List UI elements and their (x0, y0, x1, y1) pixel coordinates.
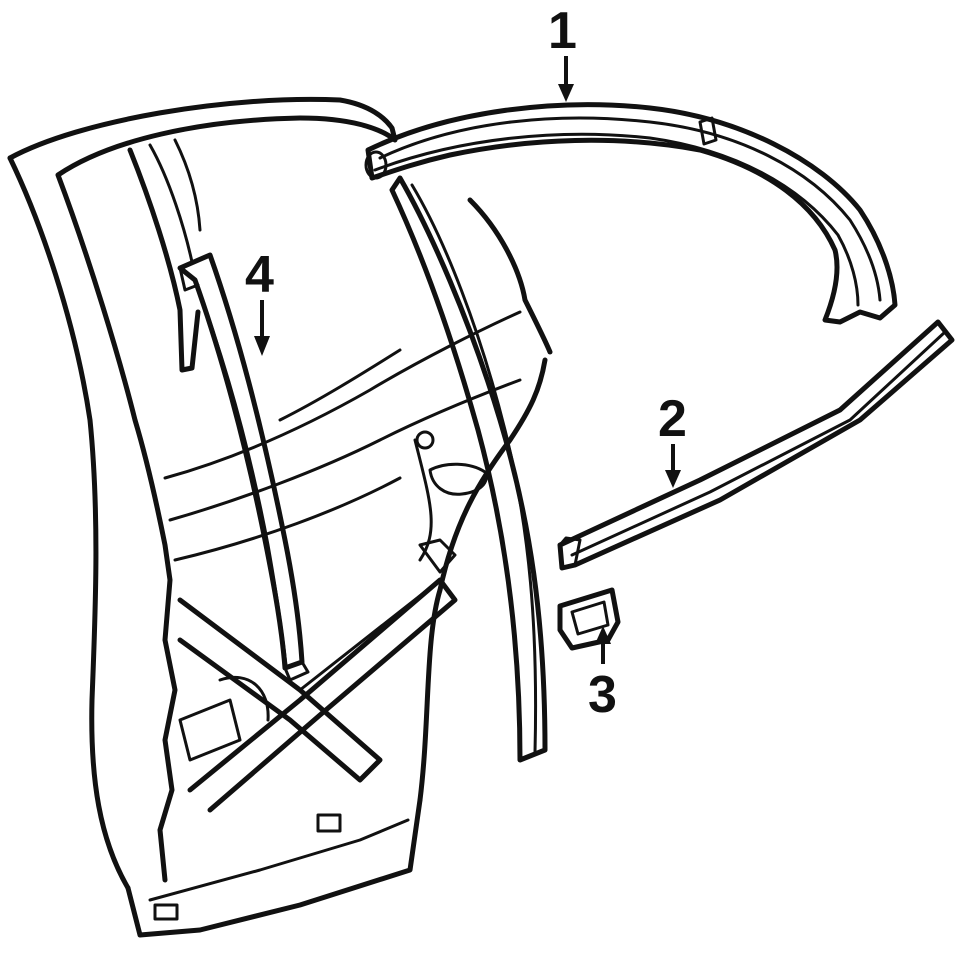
molding-1-inner-a (378, 116, 882, 302)
door-inner-upper-right (467, 197, 553, 355)
callout-3-label: 3 (588, 666, 617, 724)
regulator-bracket (418, 538, 457, 574)
glass-run-inner (410, 183, 538, 754)
callout-2-arrowhead (665, 470, 681, 488)
belt-line-4 (278, 348, 402, 422)
molding-1-end-cap (364, 150, 388, 180)
lower-panel-detail-1 (178, 698, 242, 762)
rear-door-assembly (7, 96, 553, 938)
door-frame-left-edge (7, 155, 131, 891)
belt-molding-2-outer (557, 319, 955, 571)
latch-rod (413, 438, 433, 562)
belt-line-3 (173, 476, 402, 562)
callout-3: 3 (588, 626, 617, 724)
part-1-molding (364, 102, 898, 325)
callout-2-label: 2 (658, 390, 687, 448)
door-frame-outer (7, 96, 398, 883)
part-3-end-cap (557, 587, 621, 651)
callout-4-arrowhead (254, 336, 270, 356)
belt-molding-2-inner (570, 330, 947, 557)
callout-4: 4 (245, 246, 274, 356)
molding-1-inner-b (373, 132, 860, 307)
molding-1-clip (698, 116, 718, 146)
regulator-bar-c (298, 578, 442, 692)
glass-run-outer (389, 175, 548, 763)
molding-1-outer (365, 102, 898, 325)
b-pillar-strip-c (173, 138, 202, 232)
drain-slot-2 (153, 903, 179, 921)
part-4-channel (177, 252, 310, 682)
regulator-bar-b (187, 577, 458, 813)
part-2-belt-molding (557, 319, 955, 571)
callout-2: 2 (658, 390, 687, 488)
belt-molding-2-end (558, 536, 582, 567)
regulator-bar-a (177, 597, 383, 783)
channel-4-foot (283, 660, 310, 682)
callout-3-arrowhead (595, 626, 611, 644)
latch-pivot (415, 430, 435, 450)
callout-1: 1 (548, 2, 577, 102)
channel-4-inner (193, 278, 288, 667)
b-pillar-strip-b (148, 143, 194, 264)
end-cap-3-inner (570, 600, 610, 636)
channel-4-cap (178, 266, 200, 292)
glass-run-channel (389, 175, 548, 763)
b-pillar-strip-a (127, 147, 201, 373)
latch-mechanism (428, 462, 488, 496)
door-inner-right (417, 357, 548, 803)
drain-slot-1 (316, 813, 342, 833)
belt-line-2 (168, 378, 522, 522)
callout-1-label: 1 (548, 2, 577, 60)
door-bottom-inner (148, 818, 410, 902)
callout-1-arrowhead (558, 84, 574, 102)
end-cap-3-outer (557, 587, 621, 651)
callout-4-label: 4 (245, 246, 274, 304)
lower-panel-detail-2 (218, 675, 270, 722)
door-bottom-edge (125, 797, 423, 938)
